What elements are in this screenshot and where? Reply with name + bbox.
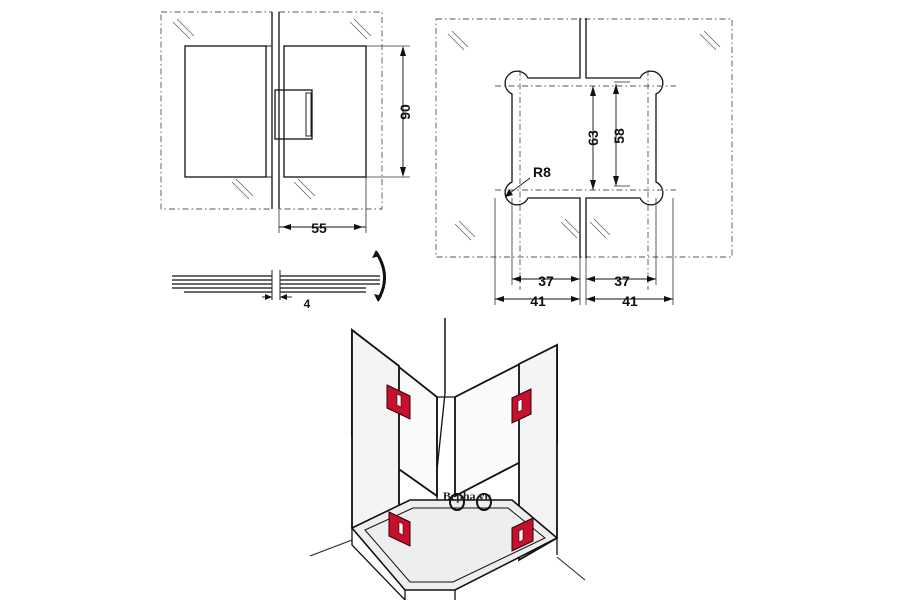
dim-cut-height-outer: 63	[585, 130, 601, 146]
watermark-text: Bepha.vn	[443, 489, 492, 503]
dim-side-thickness: 4	[304, 297, 311, 311]
hinge-plate-left	[184, 45, 267, 178]
dim-left-inner: 37	[538, 273, 554, 289]
dim-cut-height-inner: 58	[611, 128, 627, 144]
dim-right-inner: 37	[614, 273, 630, 289]
shower-enclosure: Bepha.vn	[309, 318, 586, 600]
cutout-view: 63 58 R8 37 41 37	[435, 18, 733, 309]
dim-right-outer: 41	[622, 293, 638, 309]
glass-hatch	[293, 178, 316, 200]
hinge-bottom-left	[388, 511, 411, 547]
left-glass-cutout	[504, 18, 581, 258]
dim-corner-radius: R8	[533, 164, 551, 180]
hinge-top-left	[386, 384, 411, 420]
dim-front-width: 55	[311, 220, 327, 236]
hinge-top-right	[511, 388, 532, 424]
hinge-knuckle-slot	[305, 92, 312, 137]
side-view: 4	[172, 250, 386, 311]
left-glass-outline	[160, 11, 273, 210]
dim-front-height: 90	[397, 104, 413, 120]
glass-hatch	[349, 18, 372, 40]
hinge-bottom-right	[511, 517, 534, 552]
cutout-glass-outline	[435, 18, 733, 258]
hinge-knuckle	[274, 89, 313, 140]
dim-left-outer: 41	[530, 293, 546, 309]
hinge-plate-right	[283, 45, 367, 178]
front-view: 90 55	[160, 11, 413, 236]
glass-hatch	[231, 178, 254, 200]
glass-hatch	[172, 18, 195, 40]
